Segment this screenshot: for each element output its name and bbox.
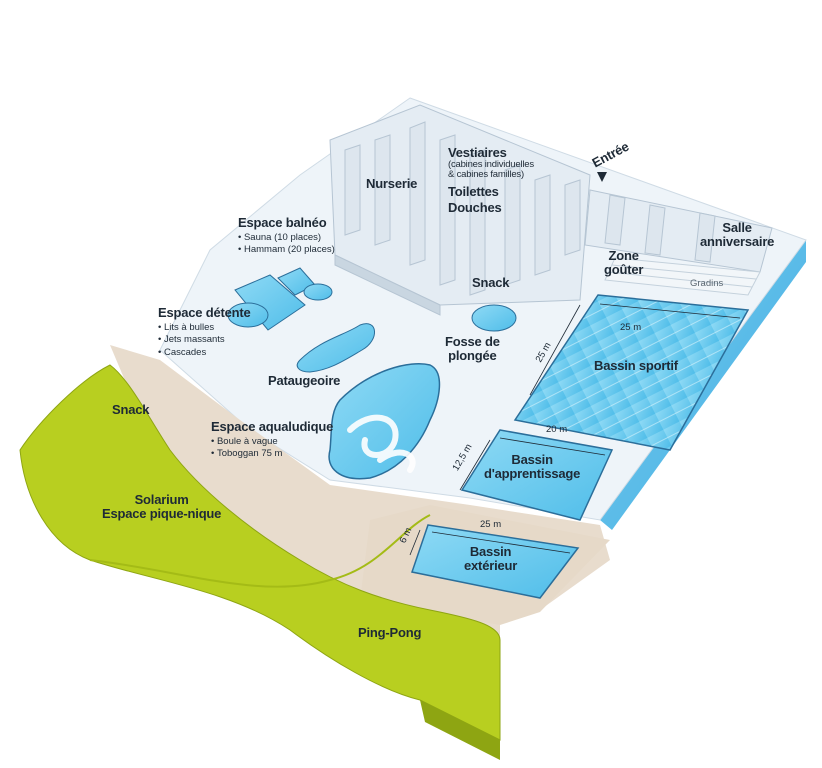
lawn-path: [89, 514, 431, 588]
solarium-line1: Solarium: [134, 492, 189, 507]
espace-balneo-item: Sauna (10 places): [238, 232, 335, 244]
lawn: [19, 364, 501, 741]
label-vestiaires: Vestiaires (cabines individuelles & cabi…: [448, 145, 534, 181]
label-espace-balneo: Espace balnéo Sauna (10 places) Hammam (…: [238, 215, 335, 257]
toilettes-title: Toilettes: [448, 184, 499, 199]
label-espace-detente: Espace détente Lits à bulles Jets massan…: [158, 305, 251, 359]
fosse-line2: plongée: [448, 348, 497, 364]
espace-balneo-item: Hammam (20 places): [238, 244, 335, 256]
label-ping-pong: Ping-Pong: [358, 625, 422, 640]
label-fosse-plongee: Fosse de plongée: [445, 334, 500, 364]
toboggan-slide: [347, 414, 416, 473]
label-bassin-apprentissage: Bassin d'apprentissage: [484, 452, 581, 482]
pataugeoire-title: Pataugeoire: [268, 373, 341, 388]
espace-aqualudique-item: Boule à vague: [211, 436, 333, 448]
balneo-pools: [227, 267, 333, 331]
dim-exterieur-length: 25 m: [480, 519, 502, 530]
label-bassin-exterieur: Bassin extérieur: [464, 544, 518, 574]
changing-rooms-block: [329, 104, 591, 316]
zone-gouter-line2: goûter: [604, 262, 644, 278]
espace-detente-item: Cascades: [158, 347, 251, 359]
vestiaires-sub1: (cabines individuelles: [448, 159, 534, 171]
bassin-sportif-title: Bassin sportif: [594, 358, 678, 373]
vestiaires-title: Vestiaires: [448, 145, 507, 160]
pataugeoire-pool: [296, 323, 375, 373]
dimension-lines: [409, 303, 741, 556]
service-block: [584, 189, 773, 273]
label-bassin-sportif: Bassin sportif: [594, 358, 678, 373]
zone-gouter-line1: Zone: [608, 248, 639, 263]
gradins-bleachers: [604, 257, 761, 296]
solarium-line2: Espace pique-nique: [102, 506, 222, 522]
douches-title: Douches: [448, 200, 502, 215]
label-solarium: Solarium Espace pique-nique: [102, 492, 222, 522]
espace-detente-title: Espace détente: [158, 305, 251, 320]
bassin-exterieur-line2: extérieur: [464, 558, 518, 574]
label-toilettes: Toilettes: [448, 184, 499, 199]
fosse-line1: Fosse de: [445, 334, 500, 349]
bassin-exterieur-line1: Bassin: [469, 544, 512, 559]
bassin-exterieur-pool: [411, 524, 580, 599]
label-zone-gouter: Zone goûter: [604, 248, 644, 278]
bassin-apprentissage-line2: d'apprentissage: [484, 466, 581, 482]
label-nurserie: Nurserie: [366, 176, 418, 191]
label-espace-aqualudique: Espace aqualudique Boule à vague Tobogga…: [211, 419, 334, 461]
bassin-sportif-pool: [513, 294, 750, 451]
label-snack-interior: Snack: [472, 275, 510, 290]
fosse-plongee-pool: [471, 304, 517, 332]
label-pataugeoire: Pataugeoire: [268, 373, 341, 388]
bassin-apprentissage-line1: Bassin: [511, 452, 553, 467]
label-gradins: Gradins: [690, 278, 724, 289]
ping-pong-title: Ping-Pong: [358, 625, 422, 640]
espace-balneo-title: Espace balnéo: [238, 215, 327, 230]
espace-aqualudique-title: Espace aqualudique: [211, 419, 334, 434]
salle-anniversaire-line1: Salle: [722, 220, 752, 235]
dim-apprentissage-length: 20 m: [546, 424, 568, 435]
label-snack-outdoor: Snack: [112, 402, 150, 417]
nurserie-title: Nurserie: [366, 176, 418, 191]
bassin-apprentissage-pool: [460, 429, 614, 521]
lawn-front-edge: [420, 700, 500, 760]
espace-detente-item: Jets massants: [158, 334, 251, 346]
espace-detente-item: Lits à bulles: [158, 322, 251, 334]
dim-sportif-length: 25 m: [620, 322, 642, 333]
label-douches: Douches: [448, 200, 502, 215]
espace-aqualudique-item: Toboggan 75 m: [211, 448, 333, 460]
snack-interior-title: Snack: [472, 275, 510, 290]
entrance-arrow-icon: [597, 172, 607, 182]
label-salle-anniversaire: Salle anniversaire: [700, 220, 775, 250]
vestiaires-sub2: & cabines familles): [448, 169, 524, 181]
snack-outdoor-title: Snack: [112, 402, 150, 417]
salle-anniversaire-line2: anniversaire: [700, 234, 775, 250]
